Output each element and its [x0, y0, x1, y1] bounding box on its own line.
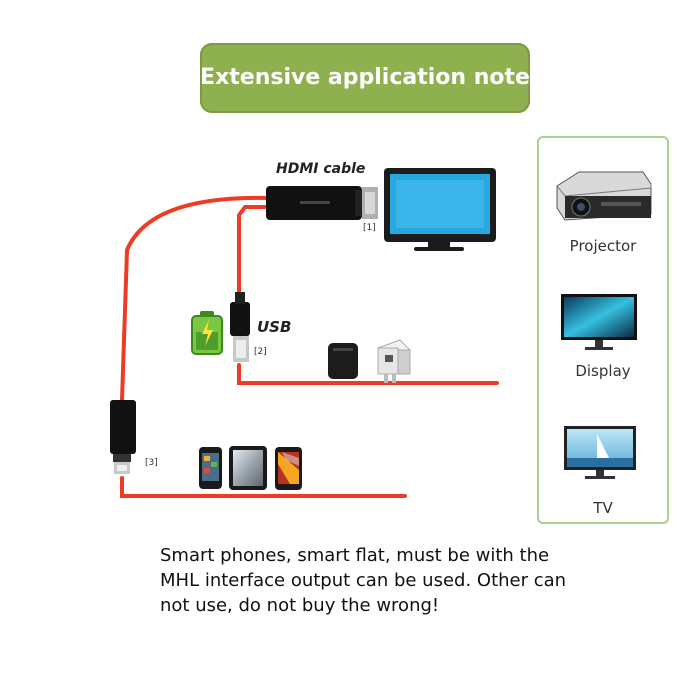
header-banner: Extensive application note	[200, 43, 530, 113]
monitor-icon	[384, 168, 496, 251]
tv-icon	[564, 426, 636, 479]
device-label-projector: Projector	[569, 237, 637, 255]
port-3-label: [3]	[145, 458, 158, 468]
device-label-tv: TV	[593, 499, 613, 517]
note-line: Smart phones, smart flat, must be with t…	[160, 545, 550, 566]
compatibility-note: Smart phones, smart flat, must be with t…	[160, 543, 580, 618]
device-panel: Projector Display TV	[537, 136, 669, 524]
port-1-label: [1]	[363, 223, 376, 233]
wall-plug-icon	[377, 339, 411, 383]
red-cable	[120, 195, 499, 498]
hdmi-connector	[266, 186, 378, 220]
display-icon	[561, 294, 637, 350]
projector-icon	[556, 171, 652, 221]
smartphone-1-icon	[199, 447, 222, 489]
micro-usb-connector	[110, 400, 136, 474]
charger-adapter-icon	[328, 343, 358, 379]
header-title: Extensive application note	[200, 65, 530, 90]
hdmi-cable-label: HDMI cable	[276, 161, 366, 177]
tablet-icon	[229, 446, 267, 490]
note-line: not use, do not buy the wrong!	[160, 595, 440, 616]
smartphone-2-icon	[275, 447, 302, 490]
port-2-label: [2]	[254, 347, 267, 357]
device-label-display: Display	[575, 362, 631, 380]
usb-connector	[230, 292, 250, 362]
usb-label: USB	[257, 318, 292, 336]
note-line: MHL interface output can be used. Other …	[160, 570, 567, 591]
battery-icon	[191, 311, 223, 355]
